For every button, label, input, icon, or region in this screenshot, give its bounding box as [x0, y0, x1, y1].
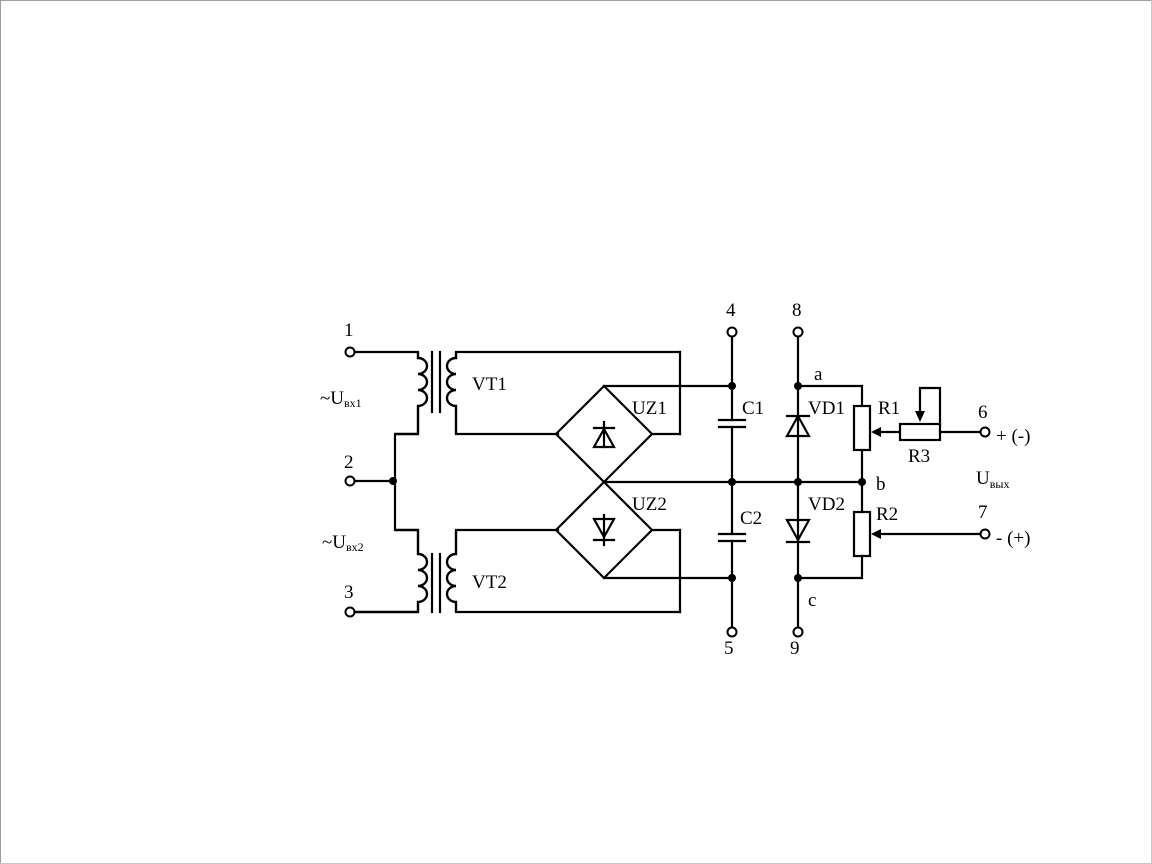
c1-label: C1	[742, 398, 764, 419]
resistor-r2	[796, 480, 982, 580]
node-b-label: b	[876, 474, 886, 495]
transformer-vt1	[353, 350, 682, 436]
r2-label: R2	[876, 504, 898, 525]
terminal-3-label: 3	[344, 582, 354, 603]
resistor-r3	[898, 386, 982, 442]
middle-bus	[602, 478, 866, 486]
terminal-7-label: 7	[978, 502, 988, 523]
terminal-4-label: 4	[726, 300, 736, 321]
output-6-polarity: + (-)	[996, 426, 1030, 447]
terminal-8-label: 8	[792, 300, 802, 321]
terminal-1-label: 1	[344, 320, 354, 341]
output-voltage-label: Uвых	[976, 468, 1009, 491]
terminal-2[interactable]	[344, 475, 356, 487]
input-voltage-1-label: ~Uвх1	[320, 388, 362, 410]
terminal-6[interactable]	[979, 426, 991, 438]
terminal-2-label: 2	[344, 452, 354, 473]
c2-label: C2	[740, 508, 762, 529]
node-c-label: c	[808, 590, 816, 611]
terminal-9[interactable]	[792, 626, 804, 638]
uz1-label: UZ1	[632, 398, 667, 419]
resistor-r1	[796, 384, 902, 484]
output-7-polarity: - (+)	[996, 528, 1030, 549]
capacitor-c1	[717, 336, 747, 484]
r1-label: R1	[878, 398, 900, 419]
terminals	[344, 326, 991, 638]
input-voltage-2-label: ~Uвх2	[322, 532, 364, 554]
node-a-label: a	[814, 364, 823, 385]
diode-vd1	[785, 336, 811, 484]
vd1-label: VD1	[808, 398, 845, 419]
terminal-8[interactable]	[792, 326, 804, 338]
input-common-wire	[353, 432, 397, 532]
capacitor-c2	[717, 480, 747, 634]
terminal-6-label: 6	[978, 402, 988, 423]
r3-label: R3	[908, 446, 930, 467]
transformer-vt2	[355, 528, 682, 614]
vd2-label: VD2	[808, 494, 845, 515]
terminal-9-label: 9	[790, 638, 800, 659]
diode-vd2	[785, 480, 811, 634]
terminal-5[interactable]	[726, 626, 738, 638]
terminal-3[interactable]	[344, 606, 356, 618]
uz2-label: UZ2	[632, 494, 667, 515]
terminal-1[interactable]	[344, 346, 356, 358]
bridge-uz2	[554, 480, 734, 580]
terminal-7[interactable]	[979, 528, 991, 540]
terminal-5-label: 5	[724, 638, 734, 659]
vt2-label: VT2	[472, 572, 507, 593]
terminal-4[interactable]	[726, 326, 738, 338]
vt1-label: VT1	[472, 374, 507, 395]
